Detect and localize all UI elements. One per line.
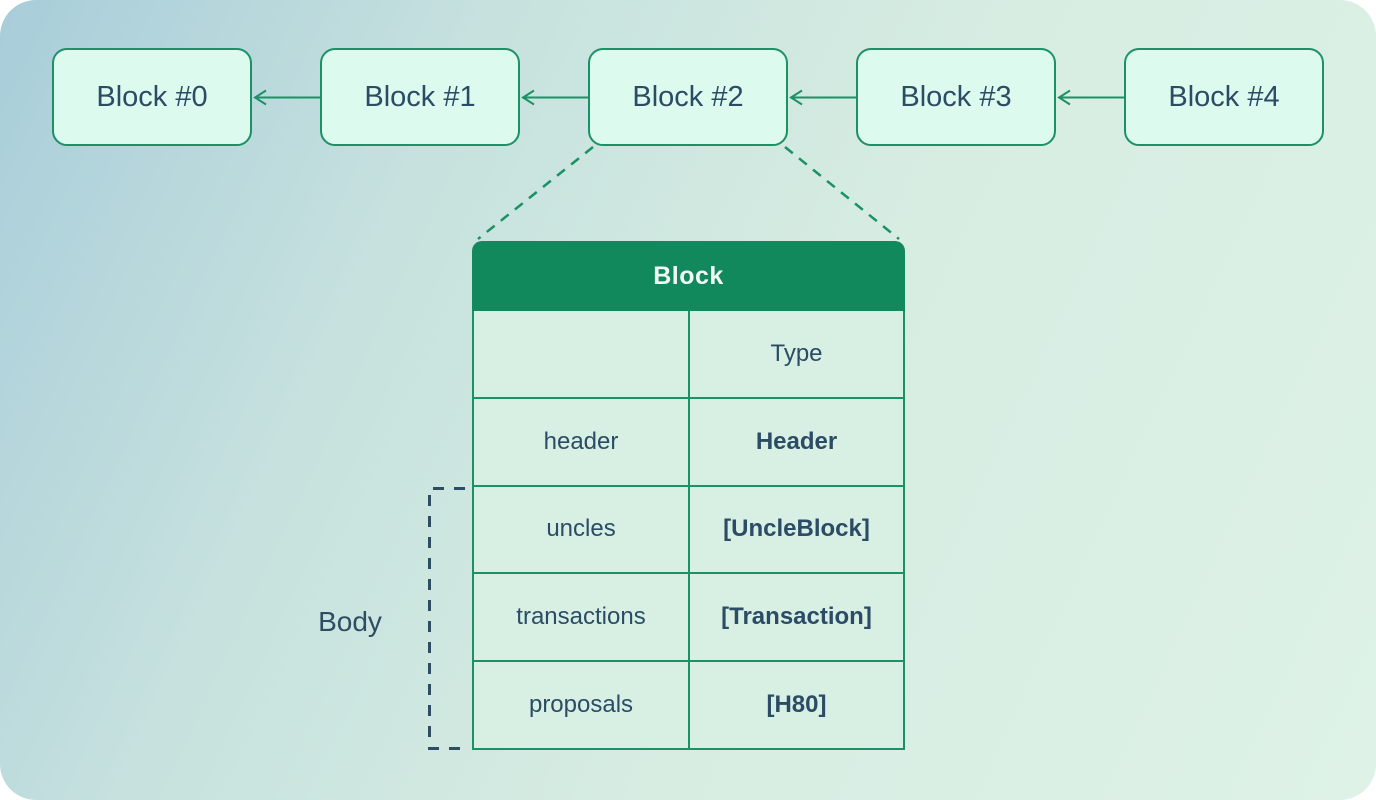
block-node-0: Block #0 xyxy=(52,48,252,146)
column-header-field xyxy=(474,311,690,397)
arrow-block4-to-block3 xyxy=(1057,89,1124,106)
table-column-header-row: Type xyxy=(474,311,903,397)
table-row-transactions: transactions [Transaction] xyxy=(474,572,903,661)
field-name: header xyxy=(474,398,690,485)
field-type: [UncleBlock] xyxy=(690,486,903,573)
expand-connector-right xyxy=(784,146,900,240)
field-name: proposals xyxy=(474,662,690,748)
arrow-block3-to-block2 xyxy=(789,89,856,106)
block-node-2: Block #2 xyxy=(588,48,788,146)
arrow-block1-to-block0 xyxy=(253,89,320,106)
field-name: uncles xyxy=(474,486,690,573)
expand-connector-left xyxy=(477,146,594,240)
table-title: Block xyxy=(472,241,905,311)
field-type: Header xyxy=(690,398,903,485)
body-bracket xyxy=(428,487,465,750)
field-type: [H80] xyxy=(690,662,903,748)
block-label: Block #4 xyxy=(1168,80,1280,113)
block-label: Block #0 xyxy=(96,80,208,113)
table-body: Type header Header uncles [UncleBlock] t… xyxy=(472,311,905,750)
field-type: [Transaction] xyxy=(690,574,903,661)
block-node-1: Block #1 xyxy=(320,48,520,146)
column-header-type: Type xyxy=(690,311,903,397)
table-row-header: header Header xyxy=(474,396,903,485)
block-label: Block #2 xyxy=(632,80,744,113)
field-name: transactions xyxy=(474,574,690,661)
table-row-proposals: proposals [H80] xyxy=(474,660,903,748)
arrow-block2-to-block1 xyxy=(521,89,588,106)
block-label: Block #3 xyxy=(900,80,1012,113)
block-label: Block #1 xyxy=(364,80,476,113)
block-node-3: Block #3 xyxy=(856,48,1056,146)
table-row-uncles: uncles [UncleBlock] xyxy=(474,484,903,573)
block-node-4: Block #4 xyxy=(1124,48,1324,146)
block-detail-table: Block Type header Header uncles [UncleBl… xyxy=(472,241,905,750)
body-annotation-label: Body xyxy=(318,606,382,637)
